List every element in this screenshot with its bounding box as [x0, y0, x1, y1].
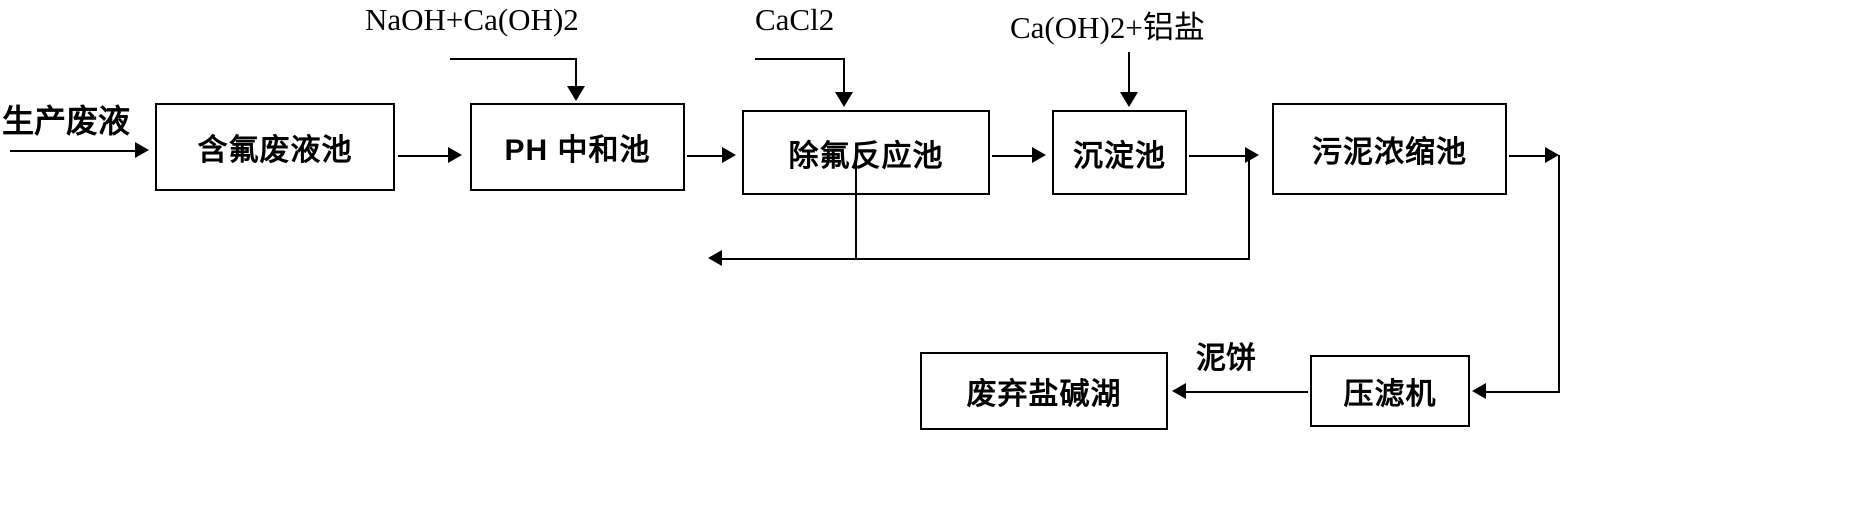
- connector-reagent1-vertical: [575, 58, 577, 88]
- process-box-label: 废弃盐碱湖: [966, 378, 1122, 411]
- arrowhead-source-to-n1: [135, 142, 149, 158]
- input-label-cacl2: CaCl2: [755, 2, 835, 37]
- arrowhead-n5-outlet: [1545, 147, 1559, 163]
- connector-reagent2-vertical: [843, 58, 845, 92]
- connector-recycle-vertical: [855, 155, 857, 260]
- process-box-label: 压滤机: [1343, 378, 1437, 411]
- arrowhead-into-saline-lake: [1172, 383, 1186, 399]
- edge-label-mud-cake: 泥饼: [1196, 342, 1256, 375]
- connector-source-to-n1: [10, 150, 135, 152]
- process-box-defluorination-reaction-pool[interactable]: 除氟反应池: [742, 110, 990, 195]
- arrowhead-n3-to-n4: [1032, 147, 1046, 163]
- connector-reagent1-horizontal: [450, 58, 577, 60]
- arrowhead-reagent2-into-n3: [835, 92, 853, 107]
- input-label-production-waste: 生产废液: [2, 103, 131, 139]
- process-box-sedimentation-pool[interactable]: 沉淀池: [1052, 110, 1187, 195]
- process-box-filter-press[interactable]: 压滤机: [1310, 355, 1470, 427]
- input-label-caoh2-aluminum-salt: Ca(OH)2+铝盐: [1010, 10, 1205, 45]
- process-box-label: 含氟废液池: [197, 134, 353, 167]
- connector-n3-to-n4: [992, 155, 1034, 157]
- arrowhead-n1-to-n2: [448, 147, 462, 163]
- process-box-label: 污泥浓缩池: [1312, 136, 1467, 169]
- connector-filter-press-to-lake: [1186, 391, 1308, 393]
- arrowhead-reagent1-into-n2: [567, 86, 585, 101]
- process-box-label: PH 中和池: [504, 134, 651, 167]
- connector-recycle-return-horizontal: [722, 258, 1250, 260]
- connector-right-bus-vertical: [1558, 155, 1560, 391]
- process-box-abandoned-saline-lake[interactable]: 废弃盐碱湖: [920, 352, 1168, 430]
- process-box-ph-neutralization-pool[interactable]: PH 中和池: [470, 103, 685, 191]
- connector-n1-to-n2: [398, 155, 448, 157]
- connector-reagent3-vertical: [1128, 52, 1130, 94]
- process-box-fluorine-waste-pool[interactable]: 含氟废液池: [155, 103, 395, 191]
- connector-right-bus-to-filter-press: [1485, 391, 1560, 393]
- arrowhead-into-filter-press: [1472, 383, 1486, 399]
- connector-reagent2-horizontal: [755, 58, 845, 60]
- process-box-label: 除氟反应池: [788, 139, 944, 173]
- arrowhead-recycle-return: [708, 250, 722, 266]
- connector-n2-to-n3: [687, 155, 725, 157]
- process-box-label: 沉淀池: [1073, 139, 1166, 173]
- arrowhead-n2-to-n3: [722, 147, 736, 163]
- connector-n5-to-right: [1509, 155, 1547, 157]
- connector-recycle-return-vertical: [1248, 155, 1250, 260]
- connector-n4-to-n5: [1189, 155, 1247, 157]
- process-box-sludge-thickening-pool[interactable]: 污泥浓缩池: [1272, 103, 1507, 195]
- arrowhead-reagent3-into-n4: [1120, 92, 1138, 107]
- input-label-naoh-caoh2: NaOH+Ca(OH)2: [365, 2, 579, 37]
